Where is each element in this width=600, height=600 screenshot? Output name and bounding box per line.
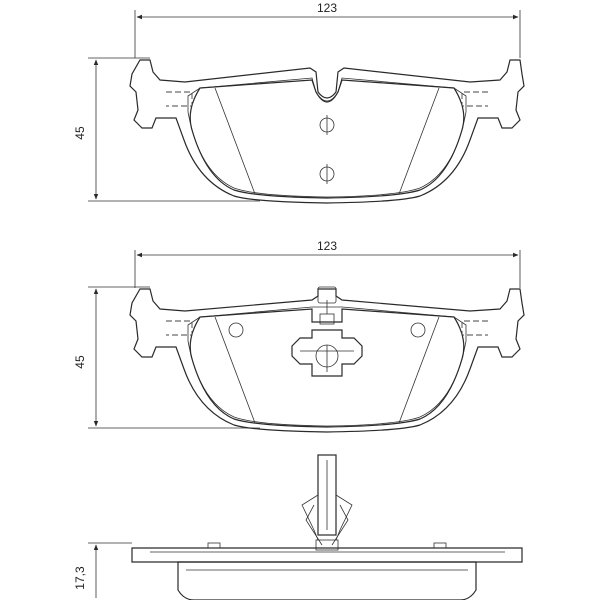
- plate-tab-left: [207, 542, 221, 549]
- height-dimension-label: 45: [73, 355, 87, 369]
- top-view: 123 45: [73, 1, 525, 204]
- backing-plate-outline: [129, 59, 525, 204]
- ear-dash-left: [166, 91, 193, 107]
- plate-tab-right: [433, 542, 447, 549]
- spring-clip: [301, 454, 353, 551]
- backing-plate-outline: [129, 288, 525, 433]
- ear-dash-left: [166, 320, 193, 336]
- chamfer-line-left: [214, 87, 256, 195]
- wear-sensor-clip: [291, 286, 363, 377]
- width-dimension-label: 123: [317, 239, 337, 253]
- rivet-right: [410, 322, 426, 338]
- chamfer-line-right: [398, 316, 440, 424]
- width-dimension-top: 123: [134, 1, 521, 58]
- side-view: 17,3: [73, 454, 523, 600]
- friction-material-side: [177, 561, 477, 600]
- backing-plate-side: [131, 547, 523, 563]
- rivet-left: [228, 322, 244, 338]
- friction-material: [189, 308, 465, 428]
- width-dimension-middle: 123: [134, 239, 521, 288]
- chamfer-line-right: [398, 87, 440, 195]
- rivet-lower: [319, 164, 335, 184]
- height-dimension-middle: 45: [73, 286, 260, 429]
- rivet-upper: [319, 115, 335, 135]
- thickness-dimension: 17,3: [73, 542, 132, 598]
- middle-view: 123 45: [73, 239, 525, 433]
- chamfer-line-left: [214, 316, 256, 424]
- friction-material: [189, 79, 465, 199]
- ear-dash-right: [461, 320, 488, 336]
- ear-dash-right: [461, 91, 488, 107]
- height-dimension-top: 45: [73, 57, 260, 202]
- width-dimension-label: 123: [317, 1, 337, 15]
- height-dimension-label: 45: [73, 126, 87, 140]
- thickness-dimension-label: 17,3: [73, 566, 87, 590]
